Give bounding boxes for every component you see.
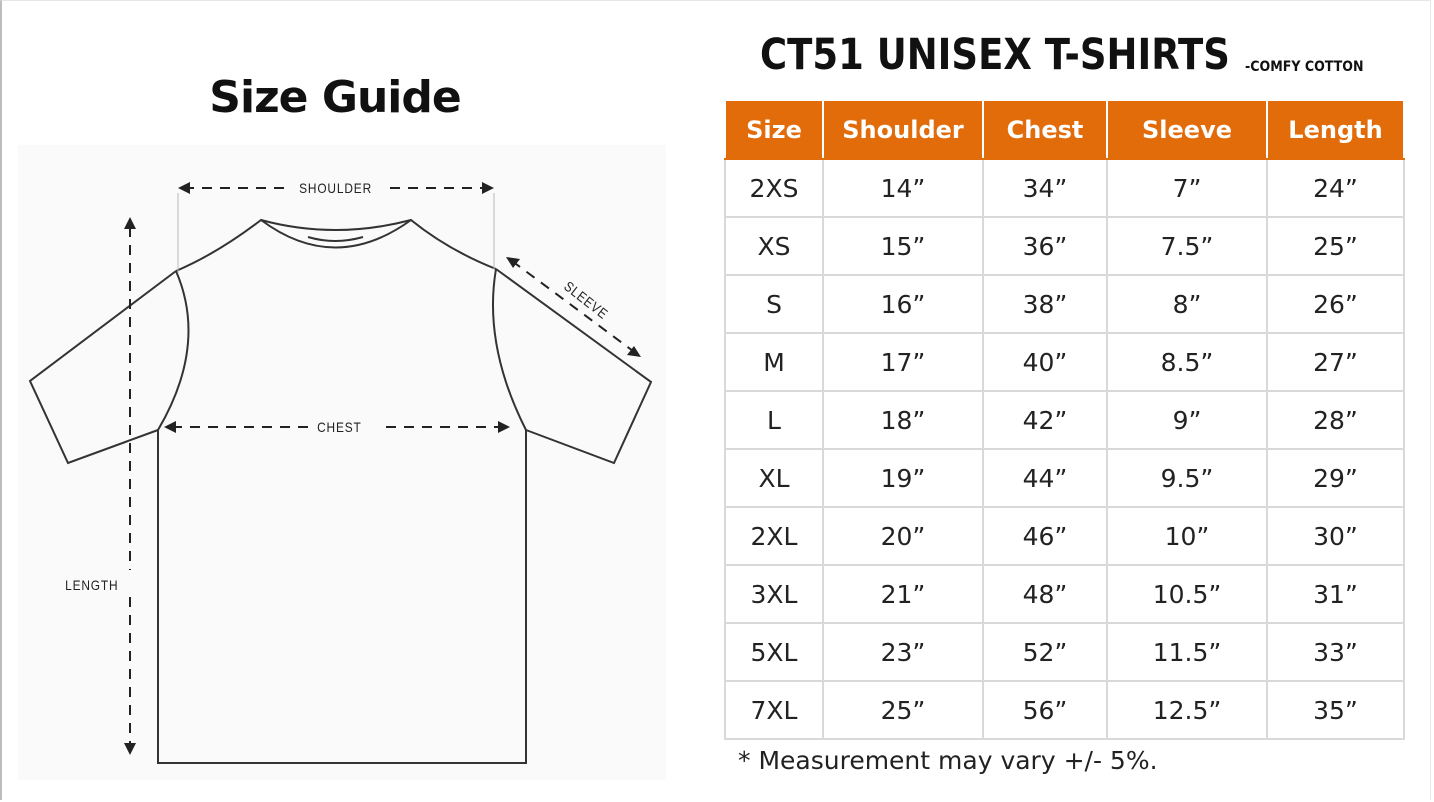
header-size: Size — [724, 99, 824, 160]
cell-size: 7XL — [724, 680, 824, 740]
header-length: Length — [1266, 99, 1405, 160]
table-row: 2XL 20” 46” 10” 30” — [724, 506, 1405, 566]
cell-shoulder: 20” — [822, 506, 984, 566]
cell-chest: 36” — [982, 216, 1108, 276]
cell-size: 2XS — [724, 158, 824, 218]
cell-length: 29” — [1266, 448, 1405, 508]
product-title: CT51 UNISEX T-SHIRTS — [760, 30, 1230, 80]
cell-length: 33” — [1266, 622, 1405, 682]
measurement-footnote: * Measurement may vary +/- 5%. — [738, 746, 1158, 775]
cell-sleeve: 12.5” — [1106, 680, 1268, 740]
chest-label: CHEST — [312, 419, 367, 435]
table-row: XL 19” 44” 9.5” 29” — [724, 448, 1405, 508]
cell-length: 35” — [1266, 680, 1405, 740]
cell-sleeve: 9” — [1106, 390, 1268, 450]
tshirt-diagram: SHOULDER CHEST LENGTH SLEEVE — [18, 145, 666, 780]
table-row: M 17” 40” 8.5” 27” — [724, 332, 1405, 392]
cell-shoulder: 21” — [822, 564, 984, 624]
cell-length: 26” — [1266, 274, 1405, 334]
cell-chest: 48” — [982, 564, 1108, 624]
cell-chest: 42” — [982, 390, 1108, 450]
cell-sleeve: 7” — [1106, 158, 1268, 218]
cell-shoulder: 18” — [822, 390, 984, 450]
cell-chest: 56” — [982, 680, 1108, 740]
tshirt-illustration — [28, 182, 653, 764]
cell-shoulder: 16” — [822, 274, 984, 334]
table-row: 5XL 23” 52” 11.5” 33” — [724, 622, 1405, 682]
cell-length: 24” — [1266, 158, 1405, 218]
cell-length: 25” — [1266, 216, 1405, 276]
table-row: L 18” 42” 9” 28” — [724, 390, 1405, 450]
cell-sleeve: 11.5” — [1106, 622, 1268, 682]
cell-length: 30” — [1266, 506, 1405, 566]
shoulder-label: SHOULDER — [294, 180, 378, 196]
cell-size: M — [724, 332, 824, 392]
cell-chest: 40” — [982, 332, 1108, 392]
table-row: 3XL 21” 48” 10.5” 31” — [724, 564, 1405, 624]
cell-length: 31” — [1266, 564, 1405, 624]
cell-shoulder: 14” — [822, 158, 984, 218]
cell-size: 3XL — [724, 564, 824, 624]
cell-shoulder: 25” — [822, 680, 984, 740]
cell-sleeve: 9.5” — [1106, 448, 1268, 508]
table-row: XS 15” 36” 7.5” 25” — [724, 216, 1405, 276]
cell-sleeve: 8” — [1106, 274, 1268, 334]
cell-size: XL — [724, 448, 824, 508]
table-header-row: Size Shoulder Chest Sleeve Length — [724, 99, 1405, 160]
length-label: LENGTH — [65, 577, 119, 593]
cell-chest: 52” — [982, 622, 1108, 682]
cell-size: S — [724, 274, 824, 334]
cell-shoulder: 17” — [822, 332, 984, 392]
cell-chest: 46” — [982, 506, 1108, 566]
cell-sleeve: 10.5” — [1106, 564, 1268, 624]
table-row: S 16” 38” 8” 26” — [724, 274, 1405, 334]
cell-length: 27” — [1266, 332, 1405, 392]
cell-shoulder: 15” — [822, 216, 984, 276]
cell-sleeve: 8.5” — [1106, 332, 1268, 392]
cell-size: 5XL — [724, 622, 824, 682]
cell-length: 28” — [1266, 390, 1405, 450]
cell-size: L — [724, 390, 824, 450]
cell-sleeve: 10” — [1106, 506, 1268, 566]
header-chest: Chest — [982, 99, 1108, 160]
cell-chest: 44” — [982, 448, 1108, 508]
header-shoulder: Shoulder — [822, 99, 984, 160]
size-chart-table: Size Shoulder Chest Sleeve Length 2XS 14… — [724, 99, 1405, 740]
table-row: 2XS 14” 34” 7” 24” — [724, 158, 1405, 218]
cell-shoulder: 19” — [822, 448, 984, 508]
cell-sleeve: 7.5” — [1106, 216, 1268, 276]
product-subtitle: -COMFY COTTON — [1245, 59, 1364, 75]
cell-shoulder: 23” — [822, 622, 984, 682]
cell-size: 2XL — [724, 506, 824, 566]
size-guide-title: Size Guide — [209, 72, 461, 123]
header-sleeve: Sleeve — [1106, 99, 1268, 160]
table-row: 7XL 25” 56” 12.5” 35” — [724, 680, 1405, 740]
cell-size: XS — [724, 216, 824, 276]
cell-chest: 34” — [982, 158, 1108, 218]
cell-chest: 38” — [982, 274, 1108, 334]
